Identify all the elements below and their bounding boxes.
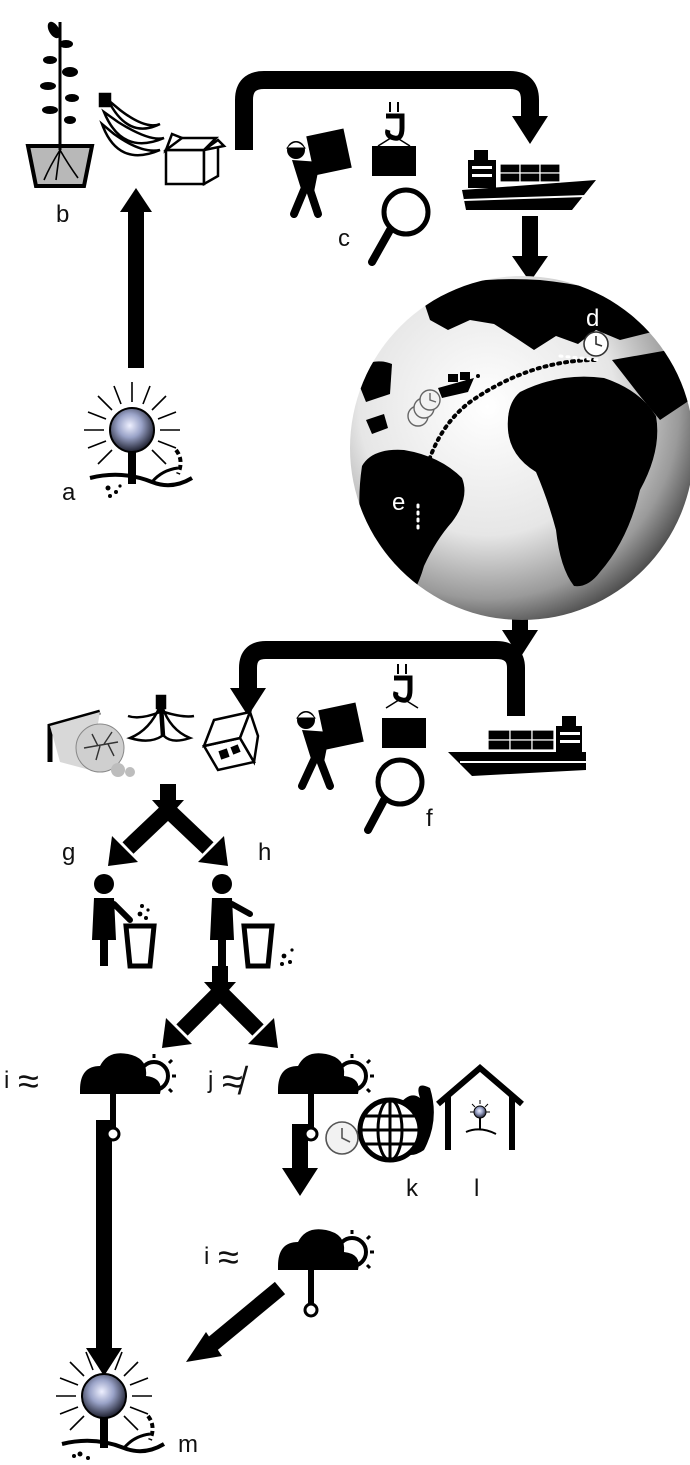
potted-plant-icon [25, 21, 95, 188]
label-h: h [258, 839, 271, 866]
fungus-spore-icon [84, 382, 194, 498]
diseased-leaf-frame-icon [47, 709, 135, 777]
approx-symbol-second: ≈ [218, 1237, 239, 1279]
crane-hook-crate-icon [372, 102, 416, 176]
label-g: g [62, 839, 75, 866]
cargo-ship-icon [462, 150, 596, 210]
clock-stack-icon [407, 389, 441, 427]
arrow-ship-to-globe [512, 216, 548, 282]
label-i-second: i [204, 1243, 209, 1270]
damaged-box-icon [201, 708, 260, 772]
open-box-icon [162, 132, 227, 187]
label-a: a [62, 479, 76, 506]
bananas-icon [98, 92, 165, 157]
label-c: c [338, 225, 350, 252]
clock-icon [583, 331, 609, 357]
person-trash-bin-icon [92, 874, 157, 969]
label-f: f [426, 805, 433, 832]
cargo-ship-arrival-icon [448, 716, 586, 776]
person-trash-bin-miss-icon [210, 874, 294, 969]
world-clock-flame-icon [325, 1085, 434, 1163]
label-b: b [56, 201, 69, 228]
worker-carrying-box-icon [285, 128, 352, 218]
arrow-packing-to-ship [235, 71, 548, 150]
label-l: l [474, 1175, 479, 1202]
magnifier-f-icon [364, 757, 425, 834]
worker-carrying-box-f-icon [295, 702, 364, 790]
approx-symbol-first: ≈ [18, 1061, 39, 1103]
weather-thermometer-j-icon [278, 1053, 374, 1142]
small-ship-icon [438, 372, 474, 398]
arrow-ship-to-unpacking [230, 641, 525, 716]
label-d: d [586, 305, 599, 332]
label-i-first: i [4, 1067, 9, 1094]
crane-hook-crate-f-icon [382, 664, 426, 748]
label-k: k [406, 1175, 419, 1202]
arrow-split-disposal [108, 784, 228, 866]
weather-thermometer-i2-icon [278, 1229, 374, 1318]
magnifier-icon [368, 187, 431, 266]
globe-icon [350, 276, 690, 620]
label-e: e [392, 489, 405, 516]
house-spore-icon [436, 1064, 524, 1150]
fungus-spore-m-icon [56, 1348, 166, 1460]
arrow-i-to-m [86, 1120, 122, 1376]
arrow-i2-to-m [186, 1281, 286, 1362]
weather-thermometer-icon [80, 1053, 176, 1142]
label-m: m [178, 1431, 198, 1458]
not-approx-symbol: ≉ [222, 1061, 249, 1103]
label-j: j [207, 1067, 213, 1094]
arrow-a-to-b [120, 188, 152, 368]
banana-peel-icon [126, 694, 195, 742]
arrows [86, 71, 548, 1376]
arrow-split-climate [162, 966, 278, 1048]
